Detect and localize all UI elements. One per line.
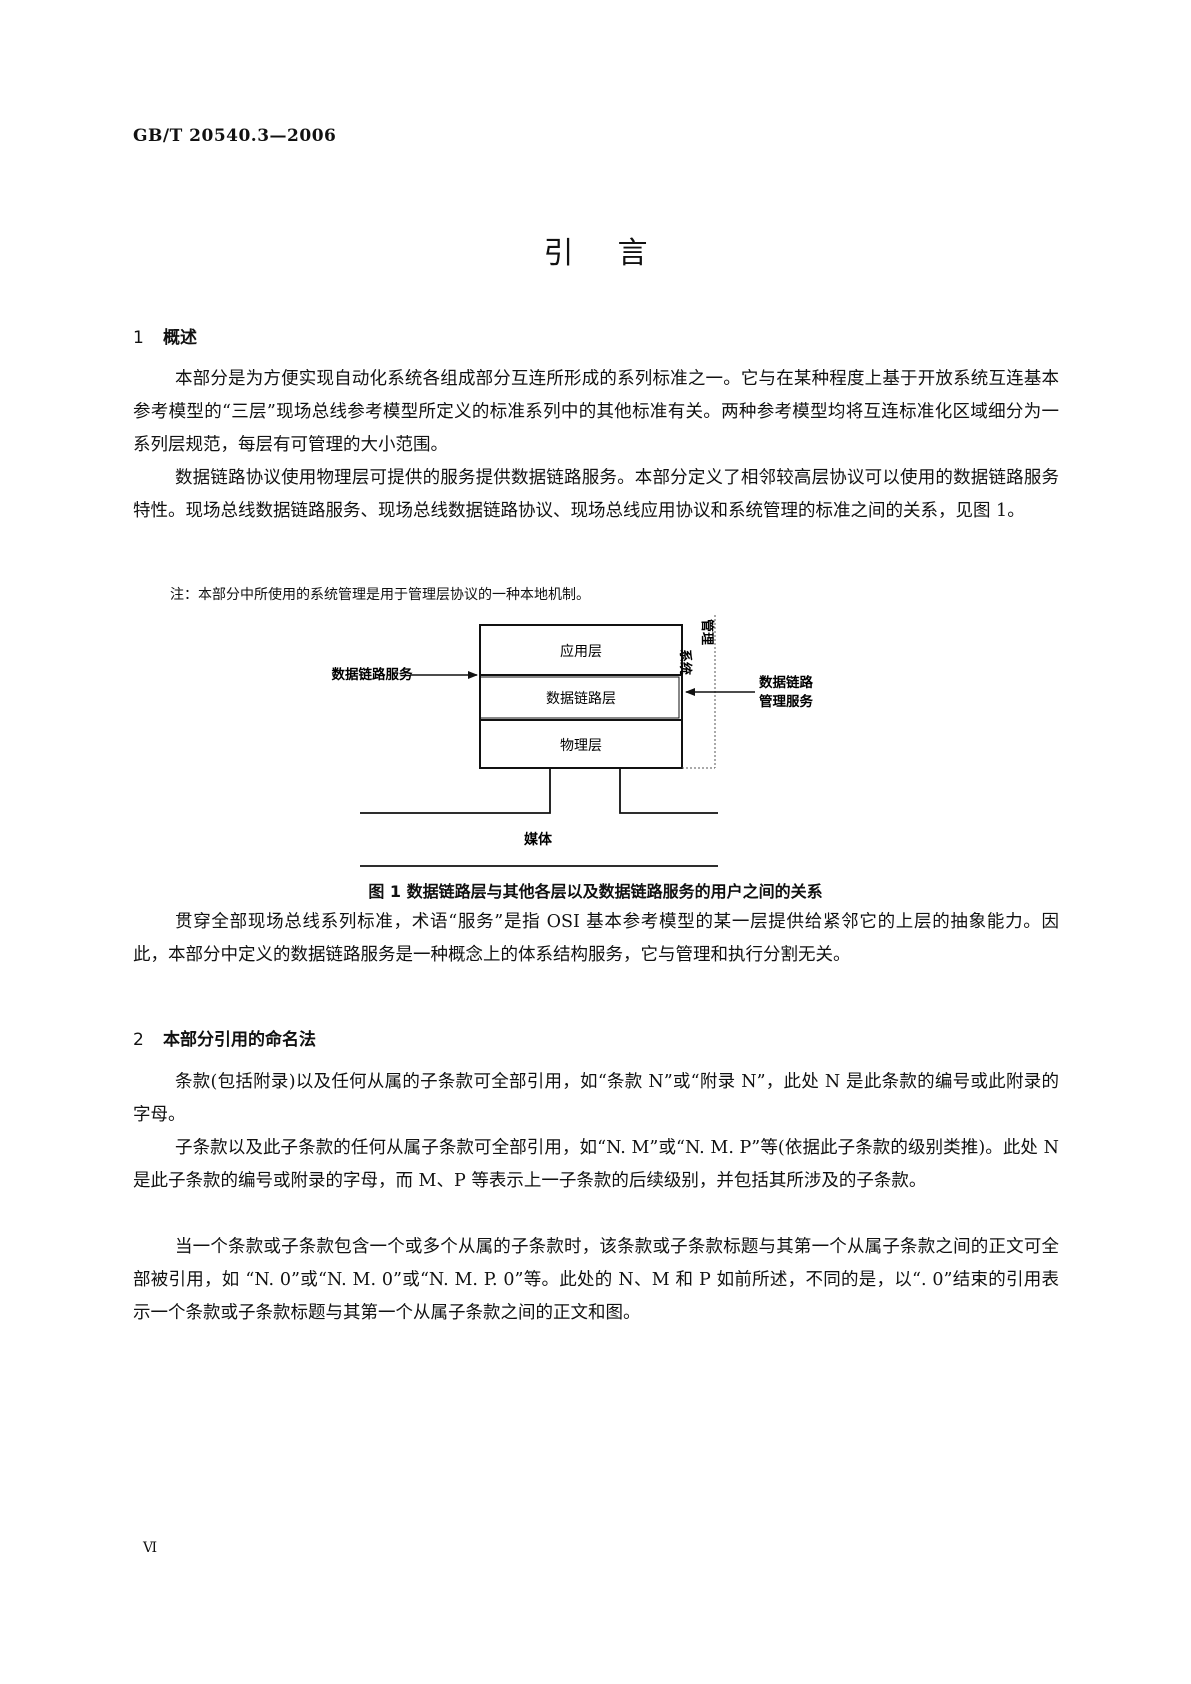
section-1-paragraph-1: 本部分是为方便实现自动化系统各组成部分互连所形成的系列标准之一。它与在某种程度上… [133,369,1059,455]
section-2-paragraph-3: 当一个条款或子条款包含一个或多个从属的子条款时，该条款或子条款标题与其第一个从属… [133,1237,1059,1323]
section-2-number: 2 [133,1030,144,1050]
system-management-label-top: 管理 [699,619,715,645]
figure-1-caption: 图 1 数据链路层与其他各层以及数据链路服务的用户之间的关系 [368,882,823,901]
section-1-number: 1 [133,328,144,348]
data-link-service-label: 数据链路服务 [332,666,413,683]
note: 注：本部分中所使用的系统管理是用于管理层协议的一种本地机制。 [170,587,590,603]
management-service-label-line1: 数据链路 [759,674,813,691]
section-2-paragraph-1: 条款(包括附录)以及任何从属的子条款可全部引用，如“条款 N”或“附录 N”，此… [133,1072,1059,1125]
data-link-layer-inner-box [479,676,680,719]
page-number: Ⅵ [143,1540,158,1556]
section-2-paragraph-2: 子条款以及此子条款的任何从属子条款可全部引用，如“N. M”或“N. M. P”… [133,1138,1059,1191]
section-1-after-figure-paragraph: 贯穿全部现场总线系列标准，术语“服务”是指 OSI 基本参考模型的某一层提供给紧… [133,912,1059,965]
section-2-heading: 2 本部分引用的命名法 [133,1025,316,1050]
physical-layer-label: 物理层 [560,738,602,754]
application-layer-label: 应用层 [560,643,602,660]
section-1-paragraph-2: 数据链路协议使用物理层可提供的服务提供数据链路服务。本部分定义了相邻较高层协议可… [133,468,1059,521]
standard-code: GB/T 20540.3—2006 [133,126,337,146]
medium-label: 媒体 [523,831,553,848]
medium-connector-left [360,768,551,814]
management-service-label-line2: 管理服务 [759,693,813,710]
physical-layer-box [479,719,683,769]
section-2-title: 本部分引用的命名法 [163,1030,316,1050]
section-1-title: 概述 [163,328,197,348]
page-title: 引言 [543,236,692,271]
figure-1-diagram: 应用层 数据链路层 物理层 数据链路服务 管理 系统 数据链路 管理服务 媒体 [332,615,813,867]
section-1-heading: 1 概述 [133,323,197,348]
data-link-layer-label: 数据链路层 [546,691,616,707]
system-management-label-bottom: 系统 [677,649,693,675]
medium-connector-right [619,768,718,814]
